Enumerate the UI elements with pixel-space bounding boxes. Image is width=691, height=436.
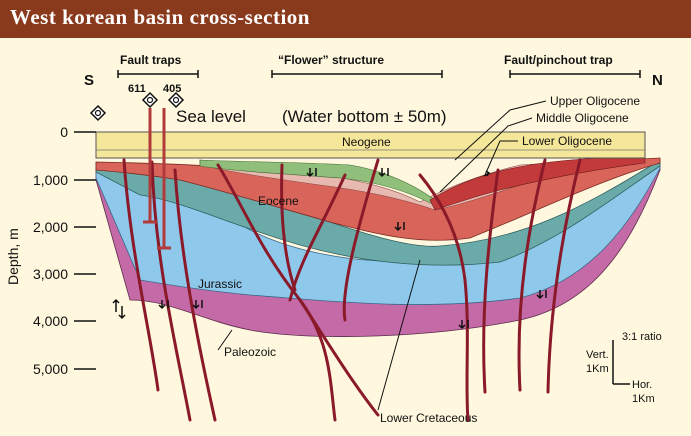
- lower-oligocene-label: Lower Oligocene: [522, 134, 612, 148]
- depth-tick-3000: 3,000: [33, 266, 68, 282]
- well-611-shaft: [143, 108, 157, 224]
- scale-bar: [612, 340, 630, 385]
- wells: [89, 91, 185, 250]
- scale-vert-unit: 1Km: [586, 363, 609, 375]
- depth-tick-0: 0: [60, 124, 68, 140]
- neogene-label: Neogene: [342, 135, 391, 149]
- scale-ratio: 3:1 ratio: [622, 331, 662, 343]
- sea-level-label: Sea level: [176, 107, 246, 126]
- scale-hor-unit: 1Km: [632, 393, 655, 405]
- lower-oligocene-layer: [429, 157, 646, 211]
- depth-tick-5000: 5,000: [33, 361, 68, 377]
- flower-structure-heading: “Flower” structure: [278, 53, 384, 67]
- depth-axis: [74, 131, 96, 370]
- title-bar: West korean basin cross-section: [0, 0, 691, 38]
- jurassic-layer: [95, 161, 661, 305]
- well-dry-icon: [89, 104, 107, 122]
- paleozoic-label: Paleozoic: [224, 345, 276, 359]
- middle-oligocene-label: Middle Oligocene: [536, 111, 629, 125]
- well-611-icon: [141, 91, 159, 109]
- north-label: N: [652, 72, 663, 89]
- fault-traps-heading: Fault traps: [120, 53, 182, 67]
- south-label: S: [84, 72, 94, 89]
- leader-lines: [217, 100, 547, 411]
- well-611-label: 611: [128, 83, 146, 95]
- fault-pinchout-heading: Fault/pinchout trap: [504, 53, 613, 67]
- well-405-label: 405: [163, 83, 181, 95]
- scale-hor-label: Hor.: [632, 379, 652, 391]
- depth-tick-1000: 1,000: [33, 172, 68, 188]
- depth-axis-label: Depth, m: [5, 228, 21, 285]
- water-bottom-label: (Water bottom ± 50m): [282, 107, 447, 126]
- scale-vert-label: Vert.: [586, 349, 609, 361]
- depth-tick-4000: 4,000: [33, 313, 68, 329]
- fault-lines: [122, 158, 582, 422]
- lower-cretaceous-label: Lower Cretaceous: [380, 411, 477, 425]
- fault-motion-arrows: [112, 168, 547, 330]
- well-405-shaft: [157, 108, 171, 250]
- upper-oligocene-label: Upper Oligocene: [550, 94, 640, 108]
- figure-title: West korean basin cross-section: [10, 5, 310, 29]
- depth-tick-2000: 2,000: [33, 219, 68, 235]
- well-405-icon: [167, 91, 185, 109]
- jurassic-label: Jurassic: [198, 277, 242, 291]
- header-brackets: [117, 70, 641, 78]
- eocene-label: Eocene: [258, 194, 299, 208]
- neogene-layer: [95, 131, 646, 159]
